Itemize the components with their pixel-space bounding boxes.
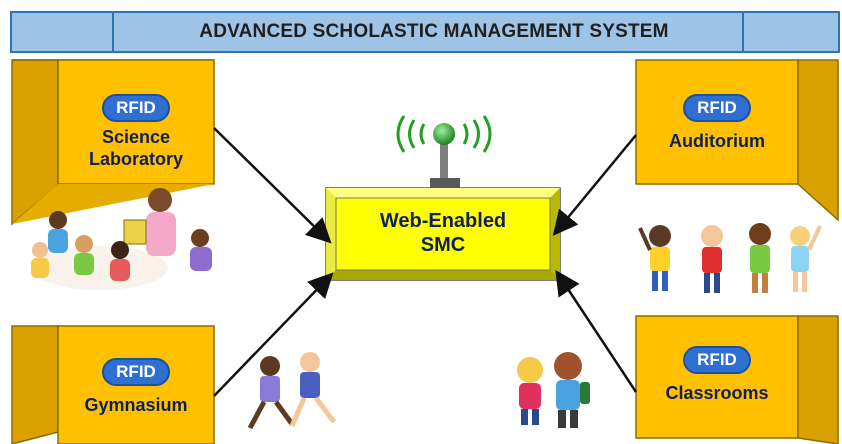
- room-name-line1: Science: [101, 127, 171, 147]
- hub-label: Web-Enabled SMC: [336, 200, 550, 266]
- banner-divider-left: [112, 13, 114, 51]
- rfid-badge: RFID: [102, 94, 170, 122]
- gymnasium-label: RFID Gymnasium: [58, 358, 214, 416]
- arrow-science-to-hub: [213, 127, 332, 244]
- classrooms-label: RFID Classrooms: [636, 346, 798, 404]
- room-name-line2: Laboratory: [88, 149, 184, 169]
- hub-box: [325, 187, 561, 281]
- hub-label-line1: Web-Enabled: [379, 210, 507, 232]
- rfid-badge: RFID: [102, 358, 170, 386]
- arrow-auditorium-to-hub: [552, 134, 637, 236]
- running-athletes-icon: [247, 352, 336, 430]
- arrow-gymnasium-to-hub: [213, 272, 334, 397]
- cheering-children-icon: [638, 223, 822, 293]
- title-banner: ADVANCED SCHOLASTIC MANAGEMENT SYSTEM: [10, 11, 840, 53]
- box-science-laboratory: [11, 59, 215, 226]
- box-auditorium: [635, 59, 839, 222]
- wireless-antenna-icon: [396, 115, 492, 188]
- students-reading-icon: [31, 188, 212, 290]
- room-name: Auditorium: [669, 131, 765, 151]
- room-name: Gymnasium: [84, 395, 188, 415]
- schoolchildren-walking-icon: [517, 352, 590, 428]
- arrow-classrooms-to-hub: [555, 269, 638, 393]
- box-classrooms: [635, 315, 839, 444]
- science-laboratory-label: RFID Science Laboratory: [58, 94, 214, 170]
- rfid-badge: RFID: [683, 94, 751, 122]
- hub-label-line2: SMC: [420, 234, 466, 256]
- room-name: Classrooms: [665, 383, 769, 403]
- banner-divider-right: [742, 13, 744, 51]
- rfid-badge: RFID: [683, 346, 751, 374]
- auditorium-label: RFID Auditorium: [636, 94, 798, 152]
- banner-title: ADVANCED SCHOLASTIC MANAGEMENT SYSTEM: [199, 21, 669, 42]
